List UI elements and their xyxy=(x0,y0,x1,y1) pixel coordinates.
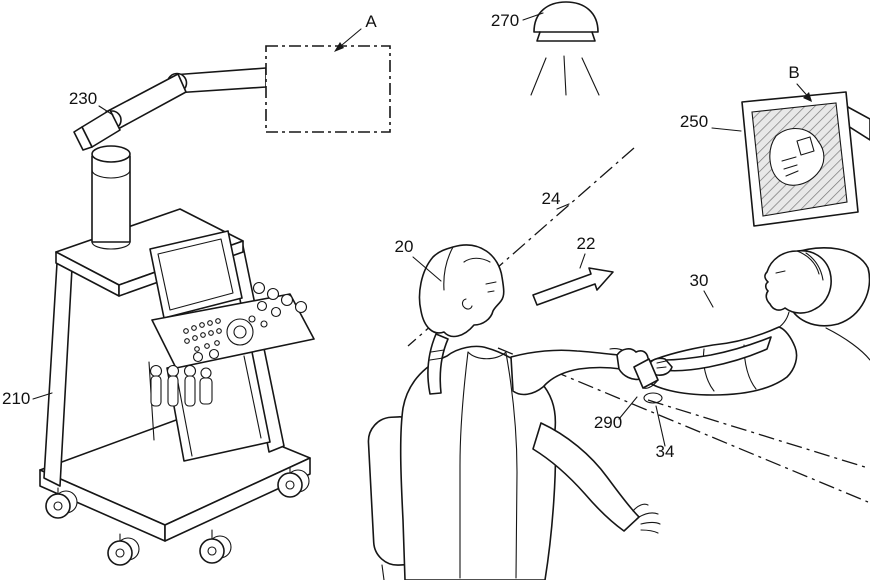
support-column xyxy=(91,145,131,250)
label-230: 230 xyxy=(69,89,97,108)
label-290: 290 xyxy=(594,413,622,432)
caster-wheel xyxy=(277,467,310,498)
operator-ear xyxy=(461,298,473,310)
bed-edge xyxy=(825,327,870,361)
operator-left-hand xyxy=(632,503,661,534)
label-24: 24 xyxy=(542,189,561,208)
transducer-holders xyxy=(148,361,213,441)
label-210: 210 xyxy=(2,389,30,408)
wall-display xyxy=(741,91,870,227)
caster-wheel xyxy=(107,533,140,566)
patient-head xyxy=(764,249,832,314)
cart-monitor-screen xyxy=(157,238,234,311)
panel-edge-knobs xyxy=(252,281,308,314)
light-ray-left xyxy=(530,57,547,96)
operator-eye xyxy=(485,281,497,293)
label-20: 20 xyxy=(395,237,414,256)
arrowhead-b xyxy=(803,92,812,102)
label-270: 270 xyxy=(491,11,519,30)
module-a-box xyxy=(265,45,391,133)
panel-buttons xyxy=(183,318,222,352)
articulated-arm xyxy=(73,67,267,151)
projection-line-upper xyxy=(407,147,635,347)
cart-left-post xyxy=(43,262,73,487)
arrowhead-a xyxy=(334,42,344,52)
label-b: B xyxy=(788,63,799,82)
label-34: 34 xyxy=(656,442,675,461)
overhead-lamp xyxy=(530,1,600,96)
caster-wheel xyxy=(45,487,78,519)
abdomen-marker xyxy=(643,392,663,404)
caster-wheel xyxy=(199,529,232,564)
light-ray-right xyxy=(581,57,600,96)
reference-labels: 270 A B 250 230 210 20 24 22 30 290 34 xyxy=(2,11,800,461)
sight-line-mid xyxy=(647,399,869,469)
label-22: 22 xyxy=(577,234,596,253)
operator-right-arm xyxy=(510,349,622,396)
label-a: A xyxy=(365,12,377,31)
cart-monitor xyxy=(149,230,243,330)
label-250: 250 xyxy=(680,112,708,131)
direction-arrow xyxy=(532,267,614,306)
light-ray-center xyxy=(563,55,567,96)
display-probe-image xyxy=(796,136,815,156)
operator xyxy=(399,244,661,580)
operator-left-arm xyxy=(532,422,640,532)
label-30: 30 xyxy=(690,271,709,290)
control-panel xyxy=(151,281,315,369)
panel-knobs xyxy=(192,300,282,363)
leader-lines xyxy=(32,12,812,447)
ultrasound-cart xyxy=(39,208,311,566)
patient xyxy=(640,247,870,396)
patient-eye xyxy=(775,270,786,274)
operator-head xyxy=(418,244,505,338)
operator-ponytail xyxy=(427,333,449,395)
